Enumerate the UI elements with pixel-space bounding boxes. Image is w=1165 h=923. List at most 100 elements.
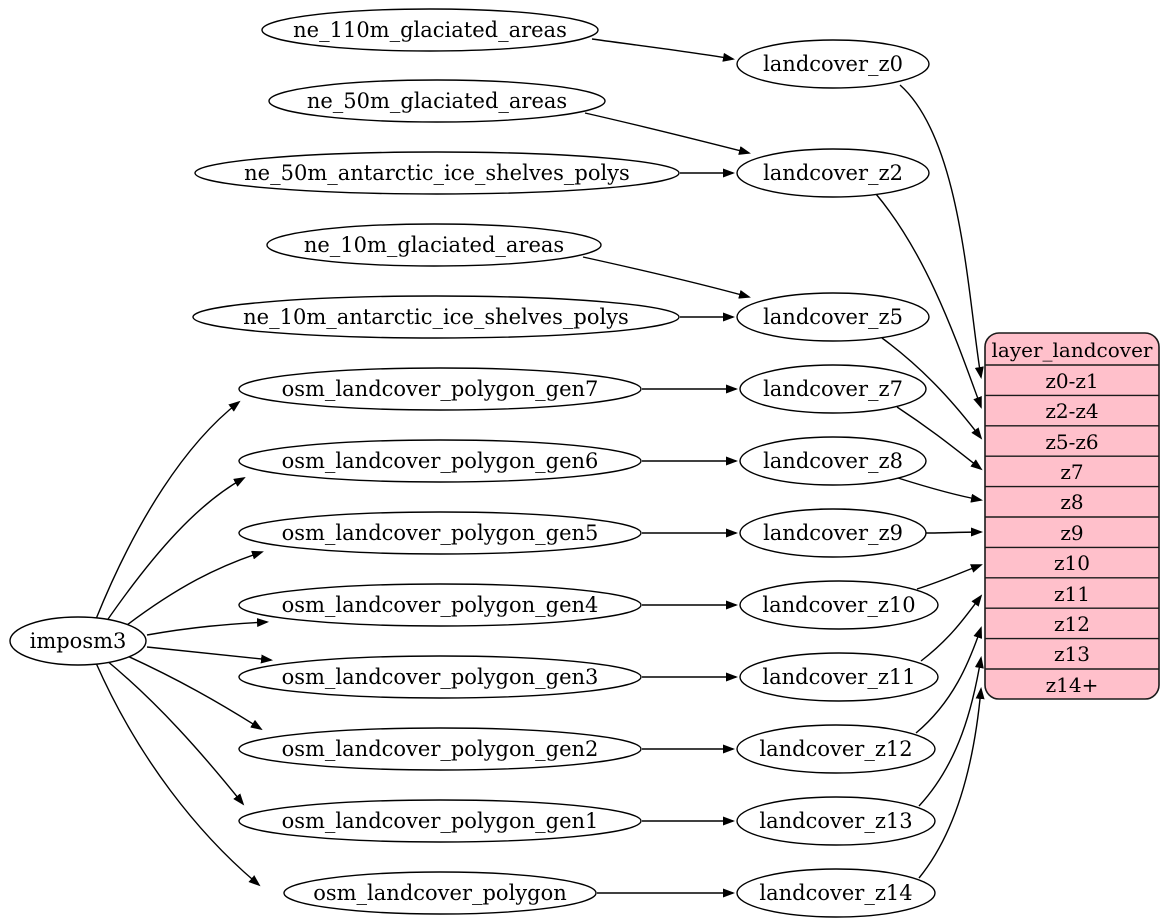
node-ellipse	[238, 439, 642, 483]
record-row-z0-z1: z0-z1	[1045, 369, 1098, 393]
node-landcover_z5: landcover_z5	[736, 292, 930, 342]
edge-landcover_z11-to-row-z11	[920, 594, 983, 662]
node-label: osm_landcover_polygon_gen7	[282, 377, 599, 401]
edge-imposm3-to-osm_landcover_polygon_gen5	[122, 550, 264, 629]
node-label: osm_landcover_polygon_gen2	[282, 737, 599, 761]
node-label: osm_landcover_polygon_gen6	[282, 449, 599, 473]
node-landcover_z13: landcover_z13	[736, 796, 936, 846]
node-label: ne_50m_glaciated_areas	[307, 89, 567, 113]
node-ne_10m_glaciated_areas: ne_10m_glaciated_areas	[266, 223, 602, 267]
node-ellipse	[739, 508, 927, 558]
node-label: imposm3	[30, 629, 127, 653]
node-ellipse	[739, 652, 939, 702]
node-label: ne_110m_glaciated_areas	[293, 18, 567, 42]
node-ellipse	[739, 364, 927, 414]
record-title: layer_landcover	[992, 338, 1153, 362]
node-ellipse	[739, 580, 939, 630]
node-label: landcover_z10	[762, 593, 915, 617]
edge-landcover_z5-to-row-z5-z6	[881, 337, 983, 440]
edge-imposm3-to-osm_landcover_polygon	[95, 662, 261, 887]
edge-landcover_z14-to-row-z14plus	[918, 687, 985, 879]
node-ne_50m_antarctic_ice_shelves_polys: ne_50m_antarctic_ice_shelves_polys	[194, 151, 680, 195]
record-row-z2-z4: z2-z4	[1045, 399, 1098, 423]
node-ellipse	[238, 367, 642, 411]
node-landcover_z2: landcover_z2	[736, 148, 930, 198]
node-ellipse	[736, 796, 936, 846]
node-osm_landcover_polygon_gen4: osm_landcover_polygon_gen4	[238, 583, 642, 627]
node-landcover_z7: landcover_z7	[739, 364, 927, 414]
node-osm_landcover_polygon_gen7: osm_landcover_polygon_gen7	[238, 367, 642, 411]
edge-group	[95, 38, 985, 898]
node-ellipse	[192, 295, 680, 339]
node-osm_landcover_polygon_gen3: osm_landcover_polygon_gen3	[238, 655, 642, 699]
node-label: landcover_z11	[762, 665, 915, 689]
node-landcover_z9: landcover_z9	[739, 508, 927, 558]
node-ne_10m_antarctic_ice_shelves_polys: ne_10m_antarctic_ice_shelves_polys	[192, 295, 680, 339]
edge-landcover_z0-to-row-z0-z1	[899, 84, 984, 379]
node-label: landcover_z8	[763, 449, 903, 473]
node-ellipse	[736, 292, 930, 342]
edge-imposm3-to-osm_landcover_polygon_gen7	[95, 400, 241, 620]
edge-landcover_z9-to-row-z9	[925, 527, 983, 537]
node-label: osm_landcover_polygon_gen5	[282, 521, 599, 545]
node-label: landcover_z2	[763, 161, 903, 185]
edge-landcover_z7-to-row-z7	[896, 406, 983, 471]
node-label: ne_10m_glaciated_areas	[304, 233, 564, 257]
node-osm_landcover_polygon_gen5: osm_landcover_polygon_gen5	[238, 511, 642, 555]
node-ellipse	[266, 223, 602, 267]
node-ellipse	[261, 8, 599, 52]
edge-imposm3-to-osm_landcover_polygon_gen2	[122, 653, 263, 731]
node-label: ne_50m_antarctic_ice_shelves_polys	[244, 161, 630, 185]
edge-landcover_z2-to-row-z2-z4	[875, 193, 982, 409]
edge-landcover_z10-to-row-z10	[916, 564, 983, 590]
node-ellipse	[238, 511, 642, 555]
node-ellipse	[9, 616, 147, 666]
edge-imposm3-to-osm_landcover_polygon_gen1	[105, 659, 245, 806]
node-osm_landcover_polygon_gen6: osm_landcover_polygon_gen6	[238, 439, 642, 483]
record-row-z5-z6: z5-z6	[1045, 430, 1098, 454]
node-ellipse	[268, 79, 606, 123]
node-label: landcover_z12	[759, 737, 912, 761]
node-label: osm_landcover_polygon_gen3	[282, 665, 599, 689]
node-ellipse	[739, 436, 927, 486]
node-ne_50m_glaciated_areas: ne_50m_glaciated_areas	[268, 79, 606, 123]
node-ellipse	[736, 724, 936, 774]
edge-landcover_z13-to-row-z13	[918, 656, 984, 807]
edge-ne_10m_glaciated_areas-to-landcover_z5	[582, 256, 751, 299]
node-label: ne_10m_antarctic_ice_shelves_polys	[243, 305, 629, 329]
node-label: landcover_z5	[763, 305, 903, 329]
record-row-z13: z13	[1054, 642, 1090, 666]
node-landcover_z12: landcover_z12	[736, 724, 936, 774]
node-ellipse	[736, 148, 930, 198]
node-ellipse	[238, 583, 642, 627]
node-landcover_z0: landcover_z0	[736, 39, 930, 89]
node-imposm3: imposm3	[9, 616, 147, 666]
node-ellipse	[238, 799, 642, 843]
node-osm_landcover_polygon: osm_landcover_polygon	[283, 871, 597, 915]
edge-imposm3-to-osm_landcover_polygon_gen6	[105, 477, 246, 623]
node-label: landcover_z14	[759, 881, 912, 905]
record-row-z7: z7	[1060, 460, 1083, 484]
record-row-z10: z10	[1054, 551, 1090, 575]
edge-landcover_z8-to-row-z8	[897, 477, 983, 503]
record-layer-landcover: layer_landcover z0-z1 z2-z4 z5-z6 z7 z8 …	[984, 332, 1160, 700]
edge-ne_110m_glaciated_areas-to-landcover_z0	[591, 38, 735, 62]
record-row-z8: z8	[1060, 490, 1083, 514]
node-label: landcover_z9	[763, 521, 903, 545]
record-row-z11: z11	[1054, 582, 1090, 606]
node-osm_landcover_polygon_gen2: osm_landcover_polygon_gen2	[238, 727, 642, 771]
node-ne_110m_glaciated_areas: ne_110m_glaciated_areas	[261, 8, 599, 52]
edge-landcover_z12-to-row-z12	[915, 626, 983, 734]
node-ellipse	[736, 868, 936, 918]
node-label: osm_landcover_polygon	[313, 881, 567, 905]
node-ellipse	[238, 655, 642, 699]
node-label: osm_landcover_polygon_gen1	[282, 809, 599, 833]
node-ellipse	[194, 151, 680, 195]
node-landcover_z8: landcover_z8	[739, 436, 927, 486]
node-ellipse	[283, 871, 597, 915]
node-landcover_z14: landcover_z14	[736, 868, 936, 918]
record-row-z9: z9	[1060, 521, 1083, 545]
node-label: osm_landcover_polygon_gen4	[282, 593, 599, 617]
edge-imposm3-to-osm_landcover_polygon_gen3	[146, 646, 273, 664]
